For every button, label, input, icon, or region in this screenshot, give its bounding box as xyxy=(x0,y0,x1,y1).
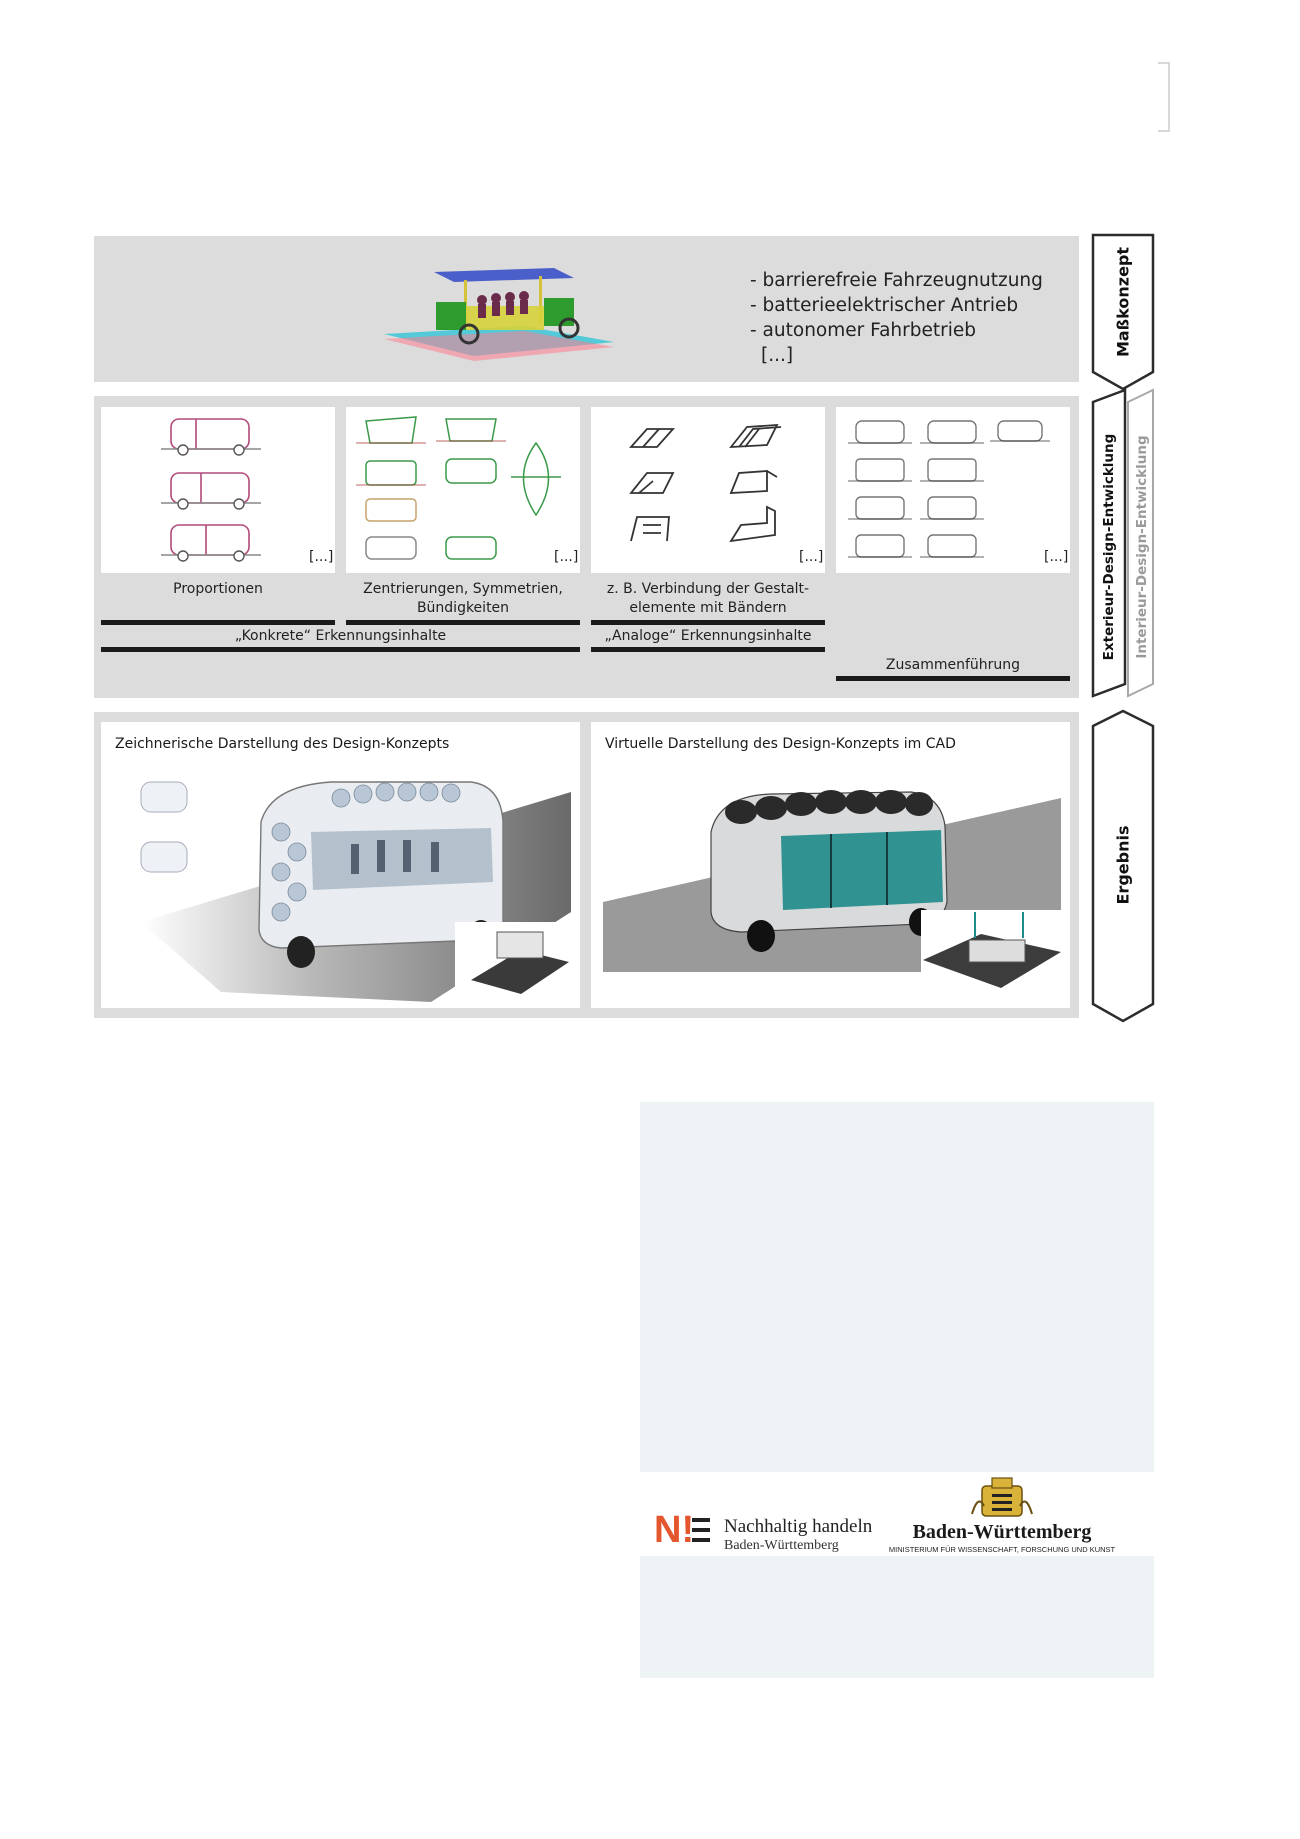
rule-proportionen xyxy=(101,620,335,625)
side-label-ergebnis-text: Ergebnis xyxy=(1113,825,1133,905)
rule-analoge xyxy=(591,647,825,652)
band-element-sketches xyxy=(628,423,782,543)
result-panel-cad: Virtuelle Darstellung des Design-Konzept… xyxy=(591,722,1070,1008)
result-panel-drawing: Zeichnerische Darstellung des Design-Kon… xyxy=(101,722,580,1008)
sketch-panel-zentrierungen: [...] xyxy=(346,407,580,573)
caption-zentrierungen: Zentrierungen, Symmetrien, Bündigkeiten xyxy=(363,581,563,616)
side-label-interieur: Interieur-Design-Entwicklung xyxy=(1128,392,1156,702)
sketched-vehicle-illustration xyxy=(140,781,573,1002)
result-title-drawing: Zeichnerische Darstellung des Design-Kon… xyxy=(115,736,450,752)
group-label-zusammen: Zusammenführung xyxy=(885,657,1021,673)
rule-verbindung xyxy=(591,620,825,625)
sketch-panel-zusammenfuehrung: [...] xyxy=(836,407,1070,573)
ellipsis-2: [...] xyxy=(554,549,579,565)
ellipsis-1: [...] xyxy=(309,549,334,565)
sketch-panel-proportionen: [...] xyxy=(101,407,335,573)
svg-text:Baden-Württemberg: Baden-Württemberg xyxy=(724,1538,839,1553)
result-band: Zeichnerische Darstellung des Design-Kon… xyxy=(94,712,1079,1018)
side-label-masskonzept: Maßkonzept xyxy=(1090,232,1156,372)
development-band: [...] [...] xyxy=(94,396,1079,698)
group-label-konkrete: „Konkrete“ Erkennungsinhalte xyxy=(234,628,447,644)
svg-text:Nachhaltig handeln: Nachhaltig handeln xyxy=(724,1516,873,1537)
ellipsis-3: [...] xyxy=(799,549,824,565)
cad-vehicle-illustration xyxy=(603,790,1063,1002)
rule-zentrierungen xyxy=(346,620,580,625)
side-label-arrow-ergebnis xyxy=(1091,709,1155,1023)
concept-bullet-1: - barrierefreie Fahrzeugnutzung xyxy=(750,270,1043,291)
side-label-masskonzept-text: Maßkonzept xyxy=(1113,246,1133,358)
svg-text:N!: N! xyxy=(654,1509,694,1551)
concept-bullet-2: - batterieelektrischer Antrieb xyxy=(750,295,1019,316)
side-label-ergebnis: Ergebnis xyxy=(1090,720,1156,1010)
caption-verbindung: z. B. Verbindung der Gestalt-elemente mi… xyxy=(606,581,810,616)
concept-bullet-4: [...] xyxy=(761,345,794,366)
side-label-exterieur: Exterieur-Design-Entwicklung xyxy=(1090,392,1128,702)
result-title-cad: Virtuelle Darstellung des Design-Konzept… xyxy=(605,736,956,752)
side-label-exterieur-text: Exterieur-Design-Entwicklung xyxy=(1101,433,1117,661)
svg-text:MINISTERIUM FÜR WISSENSCHAFT,: MINISTERIUM FÜR WISSENSCHAFT, FORSCHUNG … xyxy=(889,1545,1116,1554)
caption-proportionen: Proportionen xyxy=(173,581,263,597)
concept-bullet-3: - autonomer Fahrbetrieb xyxy=(750,320,976,341)
side-label-arrow-masskonzept xyxy=(1091,233,1155,391)
proportion-sketches xyxy=(161,418,261,562)
sketch-panel-verbindung: [...] xyxy=(591,407,825,573)
concept-band: - barrierefreie Fahrzeugnutzung - batter… xyxy=(94,236,1079,382)
rule-konkrete xyxy=(101,647,580,652)
svg-text:Baden-Württemberg: Baden-Württemberg xyxy=(913,1521,1092,1543)
page-corner-mark xyxy=(1158,62,1170,132)
group-label-analoge: „Analoge“ Erkennungsinhalte xyxy=(604,628,812,644)
info-box-top xyxy=(640,1102,1154,1472)
symmetry-sketches xyxy=(356,416,561,560)
rule-zusammen xyxy=(836,676,1070,681)
sponsor-logos: N! Nachhaltig handeln Baden-Württemberg … xyxy=(654,1477,1116,1554)
side-label-arrows-development xyxy=(1091,388,1154,698)
combined-sketches xyxy=(848,420,1050,558)
logo-strip: N! Nachhaltig handeln Baden-Württemberg … xyxy=(640,1472,1154,1556)
info-box-bottom xyxy=(640,1556,1154,1678)
vehicle-package-illustration xyxy=(384,268,614,361)
side-label-interieur-text: Interieur-Design-Entwicklung xyxy=(1134,435,1150,659)
ellipsis-4: [...] xyxy=(1044,549,1069,565)
